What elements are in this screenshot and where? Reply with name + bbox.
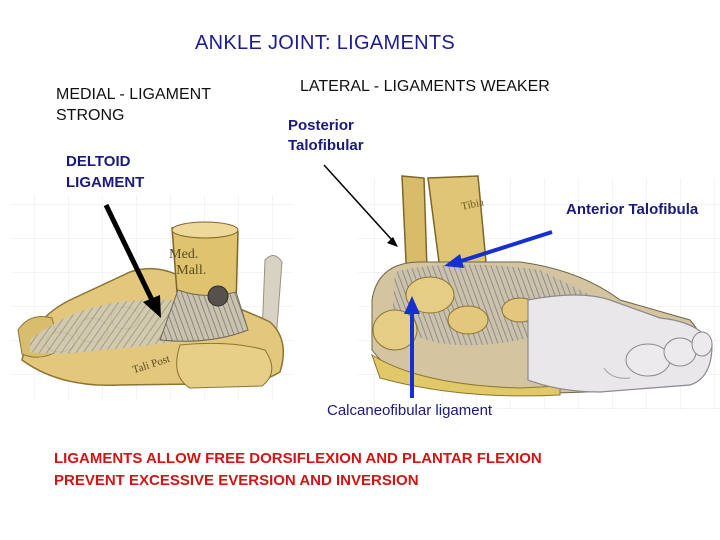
calcaneofibular-arrow xyxy=(404,296,420,398)
deltoid-ligament-label: DELTOID LIGAMENT xyxy=(66,153,145,191)
posterior-talofibular-label: Posterior Talofibular xyxy=(288,117,364,154)
deltoid-arrow xyxy=(103,203,161,318)
medial-ankle-illustration: Med. Mall. Tali Post xyxy=(12,195,292,400)
tibia-image-label: Tibia xyxy=(460,196,485,213)
posterior-talofibular-arrow xyxy=(323,164,398,247)
lateral-ankle-illustration: Tibia xyxy=(358,175,720,410)
medial-heading: MEDIAL - LIGAMENT STRONG xyxy=(56,86,211,124)
anterior-talofibular-arrow xyxy=(444,230,553,268)
med-mall-image-label: Med. Mall. xyxy=(169,247,224,278)
calcaneofibular-label: Calcaneofibular ligament xyxy=(327,402,493,419)
lateral-heading: LATERAL - LIGAMENTS WEAKER xyxy=(300,78,550,95)
med-mall-line1: Med. xyxy=(169,247,198,262)
summary-text: LIGAMENTS ALLOW FREE DORSIFLEXION AND PL… xyxy=(54,450,542,489)
anterior-talofibular-label: Anterior Talofibula xyxy=(566,201,699,218)
page-title: ANKLE JOINT: LIGAMENTS xyxy=(195,32,455,54)
med-mall-line2: Mall. xyxy=(176,263,206,278)
